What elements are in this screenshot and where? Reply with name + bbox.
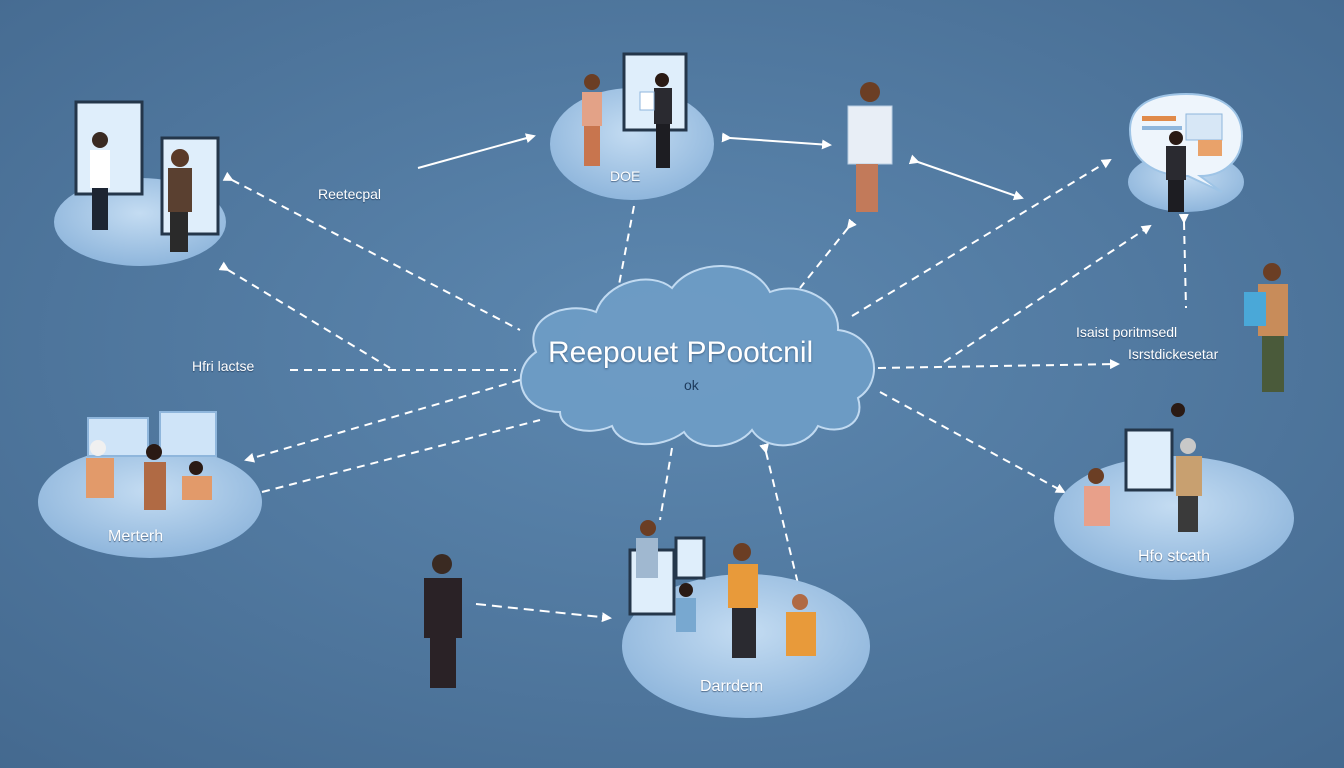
person-icon	[636, 520, 658, 578]
person-icon	[582, 74, 602, 166]
arrow-cloud-to-bottom-1	[659, 447, 673, 521]
person-icon	[424, 554, 462, 688]
label-right-middle-1: Isaist poritmsedl	[1076, 324, 1178, 340]
person-icon	[728, 543, 758, 658]
cloud-icon	[519, 265, 875, 447]
arrow-cloud-to-left-platform	[244, 379, 521, 463]
person-icon	[90, 132, 110, 230]
arrow-presenter-to-topright	[908, 154, 1024, 201]
arrow-top-pair	[721, 132, 832, 150]
person-icon	[1084, 468, 1110, 526]
person-icon	[182, 461, 212, 500]
center-title: Reepouet PPootcnil	[548, 336, 814, 369]
people	[86, 73, 1288, 688]
arrow-businessman-to-bottom	[475, 603, 612, 623]
person-icon	[168, 149, 192, 252]
arrow-topright-vertical	[1178, 213, 1189, 309]
person-icon	[786, 594, 816, 656]
arrow-label-to-top-platform	[417, 133, 536, 169]
chat-bubble-icon	[1128, 92, 1244, 193]
arrow-left-platform-to-cloud	[261, 419, 541, 493]
label-top-center-platform: DOE	[610, 168, 641, 184]
person-icon	[86, 440, 114, 498]
center-subtitle: ok	[684, 377, 699, 393]
person-icon	[144, 444, 166, 510]
person-icon	[1244, 263, 1288, 392]
arrow-top-left-to-center	[222, 171, 521, 331]
arrow-left-diagonal	[218, 261, 391, 369]
connectors	[218, 132, 1189, 623]
arrow-cloud-to-bottom-2	[759, 443, 801, 593]
label-top-left-arrow: Reetecpal	[318, 186, 382, 202]
label-left-platform: Merterh	[108, 528, 164, 545]
arrow-cloud-to-right-platform	[879, 391, 1066, 493]
label-bottom-platform: Darrdern	[700, 678, 764, 695]
platform-right[interactable]	[1054, 456, 1294, 580]
person-icon	[1171, 403, 1185, 417]
arrow-cloud-to-right-label	[877, 359, 1120, 370]
document-icon	[639, 91, 655, 111]
label-right-middle-2: Isrstdickesetar	[1128, 346, 1219, 362]
person-icon	[1176, 438, 1202, 532]
person-icon	[654, 73, 672, 168]
monitor-icon-right	[1124, 428, 1174, 492]
label-left-middle: Hfri lactse	[192, 358, 255, 374]
arrow-top-center-down	[617, 205, 635, 291]
label-right-platform: Hfo stcath	[1138, 548, 1211, 565]
person-icon	[1166, 131, 1186, 212]
person-icon	[676, 583, 696, 632]
person-icon	[847, 82, 893, 212]
